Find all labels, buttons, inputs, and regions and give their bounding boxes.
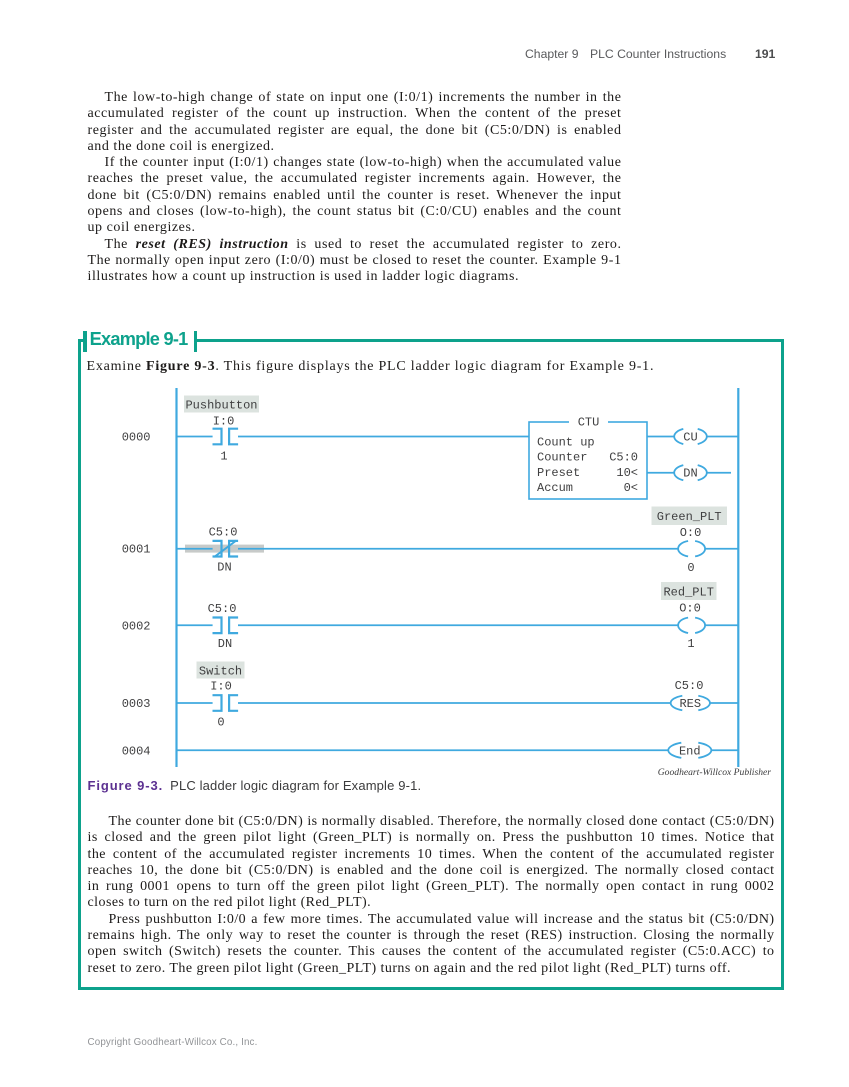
svg-text:I:0: I:0 <box>213 415 235 429</box>
svg-text:O:0: O:0 <box>679 602 701 616</box>
svg-text:DN: DN <box>683 467 697 481</box>
svg-text:0: 0 <box>687 561 694 575</box>
svg-text:0002: 0002 <box>122 619 151 633</box>
svg-text:0004: 0004 <box>122 744 151 758</box>
svg-text:DN: DN <box>217 561 231 575</box>
svg-text:0001: 0001 <box>122 543 151 557</box>
svg-text:C5:0: C5:0 <box>675 679 704 693</box>
svg-text:RES: RES <box>679 697 701 711</box>
svg-text:0003: 0003 <box>122 697 151 711</box>
svg-text:I:0: I:0 <box>210 680 232 694</box>
svg-text:CTU: CTU <box>578 416 600 430</box>
svg-text:Pushbutton: Pushbutton <box>185 399 257 413</box>
svg-text:Red_PLT: Red_PLT <box>663 586 713 600</box>
svg-text:C5:0: C5:0 <box>208 602 237 616</box>
svg-text:Count up: Count up <box>537 436 595 450</box>
svg-text:O:0: O:0 <box>680 526 702 540</box>
svg-text:C5:0: C5:0 <box>209 526 238 540</box>
svg-text:10<: 10< <box>616 466 638 480</box>
svg-text:C5:0: C5:0 <box>609 451 638 465</box>
svg-text:Green_PLT: Green_PLT <box>657 510 722 524</box>
svg-text:End: End <box>679 744 701 758</box>
svg-text:Switch: Switch <box>199 665 242 679</box>
svg-text:CU: CU <box>683 431 697 445</box>
svg-text:Preset: Preset <box>537 466 580 480</box>
svg-text:Accum: Accum <box>537 481 573 495</box>
svg-text:1: 1 <box>687 637 694 651</box>
svg-text:1: 1 <box>220 450 227 464</box>
svg-text:0: 0 <box>217 716 224 730</box>
svg-text:Counter: Counter <box>537 451 587 465</box>
svg-text:0<: 0< <box>624 481 638 495</box>
svg-text:DN: DN <box>218 637 232 651</box>
svg-text:0000: 0000 <box>122 431 151 445</box>
